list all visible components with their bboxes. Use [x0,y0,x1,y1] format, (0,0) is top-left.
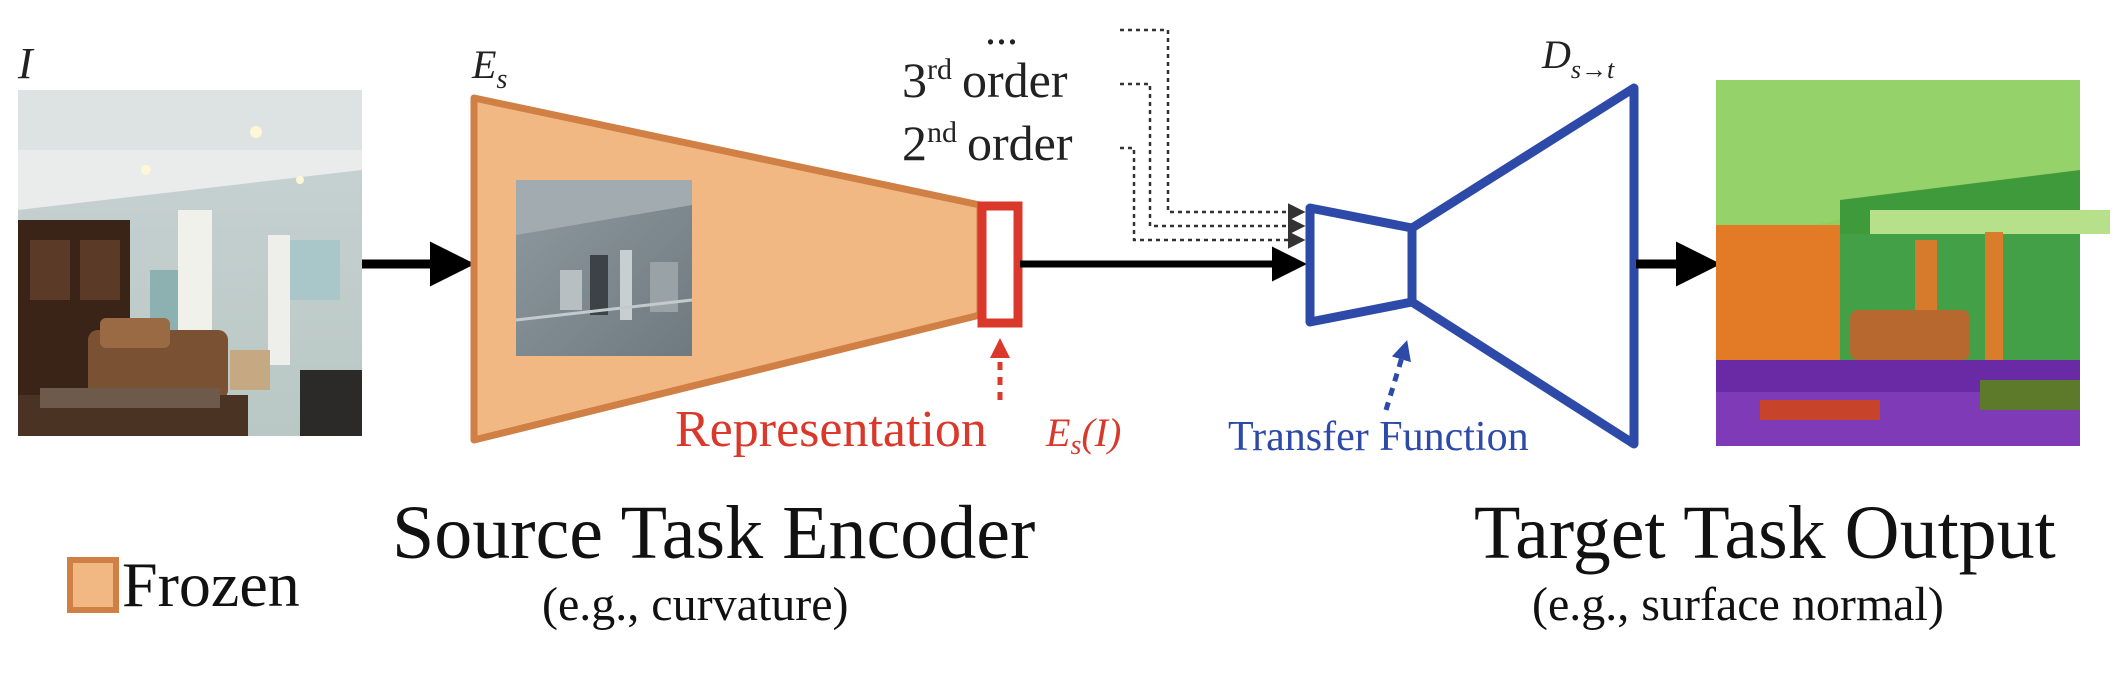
transfer-function-pointer-arrow [1383,340,1411,411]
encoder-title: Source Task Encoder [392,491,1035,575]
output-example: (e.g., surface normal) [1532,578,1944,631]
transfer-function-label: Transfer Function [1228,414,1529,460]
encoder-label: Es [471,42,507,95]
representation-label: Representation [675,401,987,458]
decoder-trapezoid [1407,83,1639,449]
frozen-legend-label: Frozen [122,549,300,620]
output-title: Target Task Output [1474,491,2056,575]
orders-ellipsis: ... [985,5,1018,54]
representation-box [977,201,1023,328]
output-surface-normal-image [1716,80,2110,446]
input-label: I [17,39,35,88]
encoder-curvature-image [515,180,693,356]
second-order-path [1120,146,1306,249]
input-room-image [18,90,362,436]
representation-symbol: Es(I) [1045,410,1121,461]
decoder-label: Ds→t [1541,32,1615,84]
encoder-example: (e.g., curvature) [542,578,849,631]
third-order-path [1120,82,1306,235]
transfer-function-block [1305,203,1417,327]
ellipsis-order-path [1120,28,1306,221]
higher-order-dotted-paths [1120,28,1306,249]
frozen-legend-swatch [67,557,119,613]
